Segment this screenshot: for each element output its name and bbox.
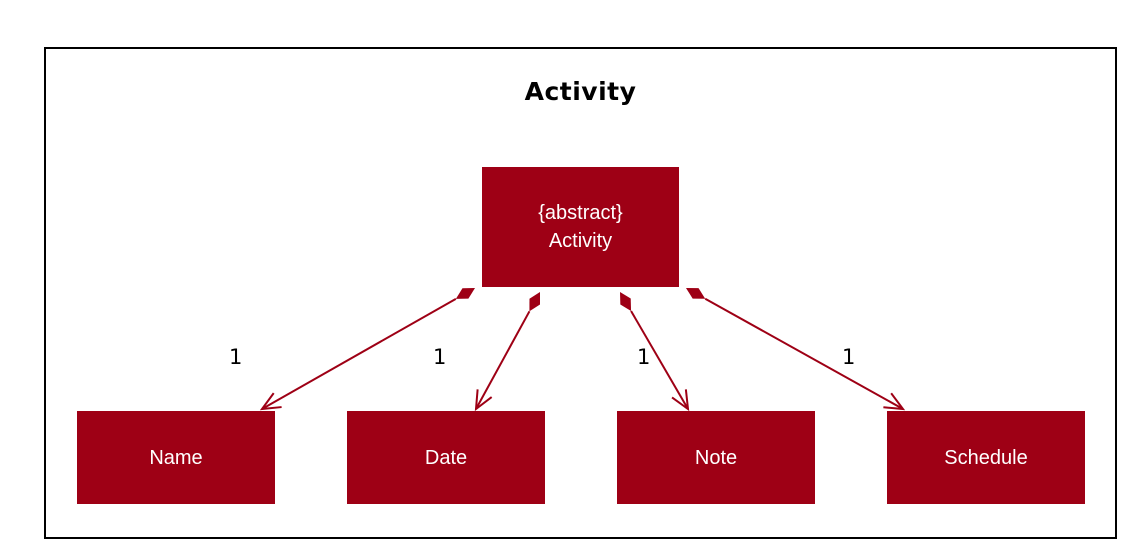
composition-diamond-note [620, 292, 632, 312]
association-line-name [261, 297, 457, 410]
multiplicity-name: 1 [229, 345, 243, 369]
abstract-stereotype: {abstract} [538, 202, 623, 224]
date-class-box[interactable]: Date [347, 411, 545, 504]
arrowhead-date [474, 389, 493, 412]
name-class-label: Name [149, 446, 203, 469]
multiplicity-date: 1 [433, 345, 447, 369]
association-line-note [630, 310, 689, 410]
arrowhead-note [671, 389, 690, 412]
schedule-class-box[interactable]: Schedule [887, 411, 1085, 504]
activity-class-box[interactable]: {abstract} Activity [482, 167, 679, 287]
multiplicity-note: 1 [637, 345, 651, 369]
association-line-date [475, 310, 531, 410]
activity-class-name: Activity [548, 230, 613, 252]
diagram-title: Activity [524, 77, 637, 106]
note-class-box[interactable]: Note [617, 411, 815, 504]
composition-diamond-name [455, 288, 475, 299]
arrowhead-name [259, 392, 282, 411]
composition-diamond-schedule [686, 288, 706, 299]
arrowhead-schedule [883, 392, 906, 411]
association-line-schedule [704, 297, 904, 410]
package-frame [44, 47, 1117, 539]
schedule-class-label: Schedule [944, 446, 1028, 469]
name-class-box[interactable]: Name [77, 411, 275, 504]
composition-diamond-date [529, 292, 540, 312]
date-class-label: Date [424, 446, 468, 469]
note-class-label: Note [694, 446, 738, 469]
multiplicity-schedule: 1 [842, 345, 856, 369]
